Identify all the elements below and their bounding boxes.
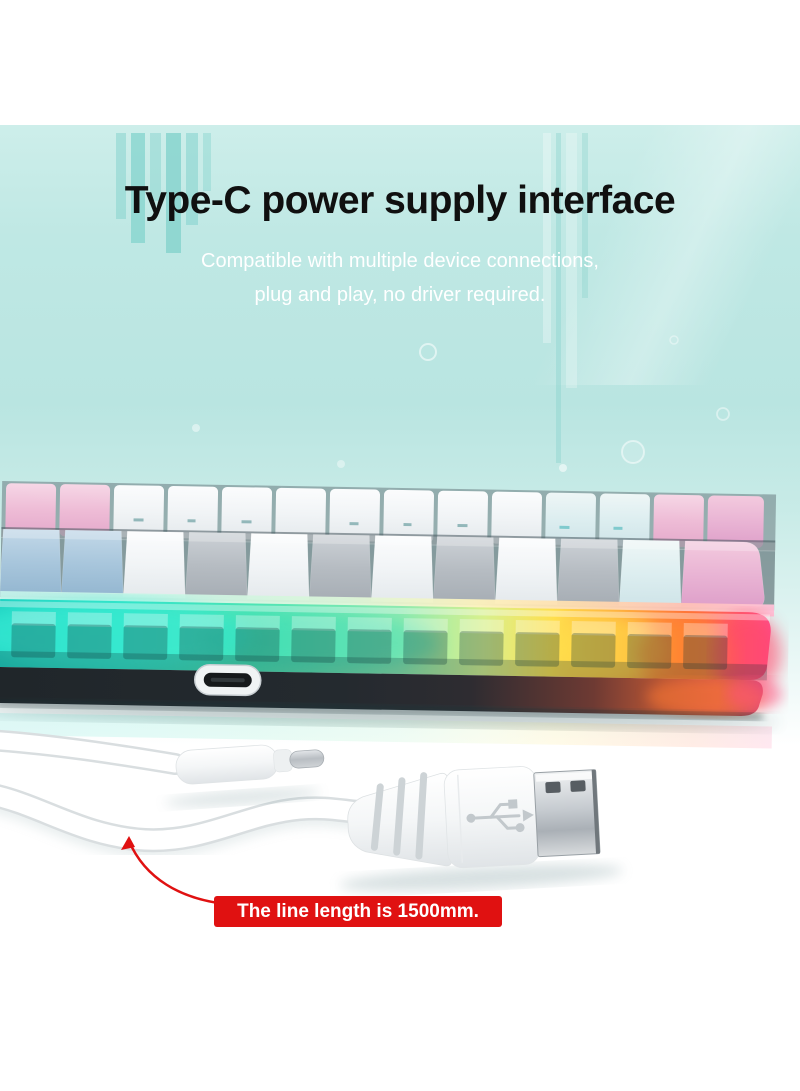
decor-diagonal-highlight: [470, 125, 800, 385]
stripe-bar: [166, 133, 181, 253]
line-length-badge: The line length is 1500mm.: [214, 896, 502, 927]
stripe-streak: [566, 133, 577, 388]
usb-a-metal-shield: [533, 769, 601, 858]
stripe-bar: [150, 133, 161, 201]
usb-logo-icon: [466, 799, 534, 833]
stripe-streak: [582, 133, 588, 298]
headline: Type-C power supply interface: [124, 179, 676, 222]
subheadline-line-2: plug and play, no driver required.: [254, 284, 546, 306]
stripe-streak: [543, 133, 551, 343]
cable-lower-sweep: [0, 784, 370, 858]
grip-ridges: [370, 772, 428, 860]
strain-relief: [347, 772, 453, 867]
subheadline-line-1: Compatible with multiple device connecti…: [201, 250, 599, 272]
type-c-connector: [164, 744, 325, 807]
stripe-streak: [556, 133, 561, 463]
usb-a-connector: [339, 766, 623, 892]
pointer-arrowhead: [121, 836, 135, 850]
stripe-bar: [203, 133, 211, 191]
stripe-bar: [186, 133, 198, 225]
stripe-bar: [131, 133, 145, 243]
stripe-bar: [116, 133, 126, 219]
